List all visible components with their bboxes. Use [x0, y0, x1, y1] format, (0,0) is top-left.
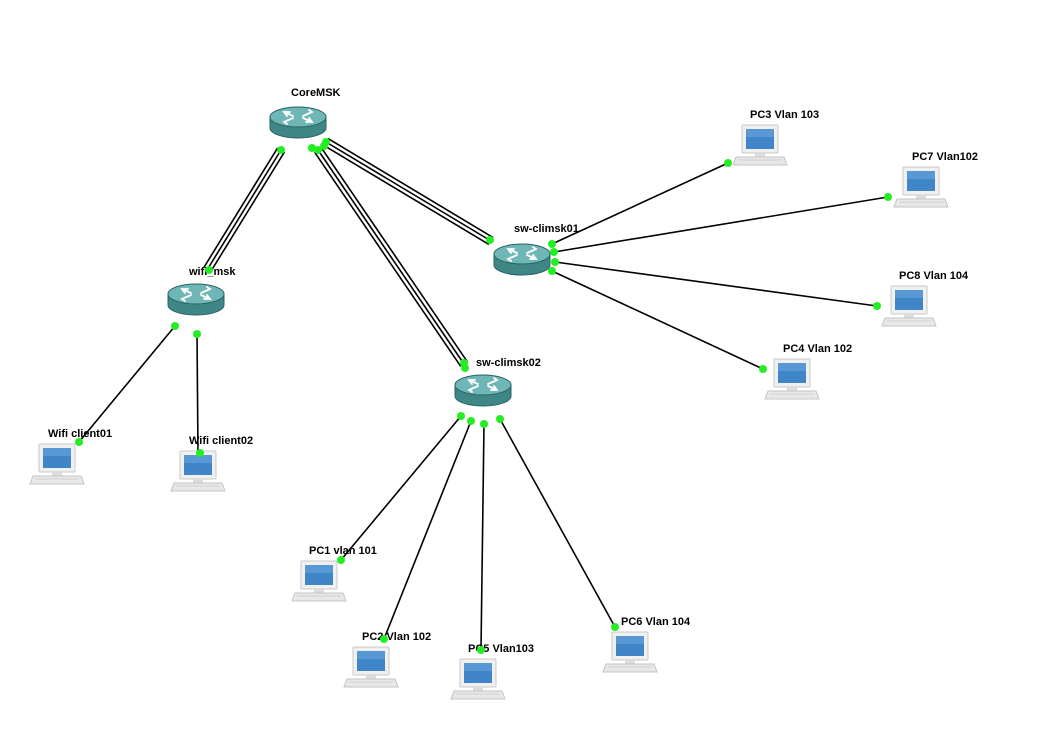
router-icon: [454, 374, 512, 407]
host-pc8[interactable]: PC8 Vlan 104: [881, 270, 969, 327]
port-indicator[interactable]: [205, 266, 213, 274]
host-label: PC4 Vlan 102: [783, 343, 852, 355]
port-indicator[interactable]: [457, 412, 465, 420]
link-coremsk-wifi-msk[interactable]: [209, 151, 286, 273]
port-indicator[interactable]: [477, 646, 485, 654]
router-sw-climsk02[interactable]: sw-climsk02: [454, 357, 541, 407]
router-sw-climsk01[interactable]: sw-climsk01: [493, 223, 579, 276]
link-sw-climsk02-pc1[interactable]: [340, 415, 462, 561]
port-indicator[interactable]: [884, 193, 892, 201]
port-indicator[interactable]: [75, 438, 83, 446]
pc-icon: [881, 285, 937, 327]
links-layer: [78, 137, 889, 651]
port-indicator[interactable]: [308, 144, 316, 152]
link-sw-climsk01-pc8[interactable]: [554, 261, 878, 307]
host-pc1[interactable]: PC1 vlan 101: [291, 545, 377, 602]
port-indicator[interactable]: [196, 449, 204, 457]
host-pc2[interactable]: PC2 Vlan 102: [343, 631, 431, 688]
port-indicator[interactable]: [171, 322, 179, 330]
host-label: PC5 Vlan103: [468, 643, 534, 655]
port-indicator[interactable]: [724, 159, 732, 167]
link-sw-climsk01-pc4[interactable]: [551, 270, 764, 370]
pc-icon: [450, 658, 506, 700]
host-label: Wifi client01: [48, 428, 112, 440]
router-coremsk[interactable]: CoreMSK: [269, 87, 341, 139]
host-wifi-client02[interactable]: Wifi client02: [170, 435, 253, 492]
host-label: Wifi client02: [189, 435, 253, 447]
link-coremsk-sw-climsk02[interactable]: [320, 147, 468, 363]
pc-icon: [29, 443, 85, 485]
port-indicator[interactable]: [193, 330, 201, 338]
port-indicator[interactable]: [551, 258, 559, 266]
port-indicator[interactable]: [461, 364, 469, 372]
port-indicator[interactable]: [496, 415, 504, 423]
link-sw-climsk02-pc2[interactable]: [383, 420, 472, 640]
port-indicator[interactable]: [380, 635, 388, 643]
link-coremsk-sw-climsk02[interactable]: [314, 151, 462, 367]
host-label: PC3 Vlan 103: [750, 109, 819, 121]
port-indicator[interactable]: [480, 420, 488, 428]
ports-layer: [75, 138, 892, 654]
host-pc3[interactable]: PC3 Vlan 103: [732, 109, 819, 166]
port-indicator[interactable]: [548, 240, 556, 248]
port-indicator[interactable]: [277, 146, 285, 154]
host-pc5[interactable]: PC5 Vlan103: [450, 643, 534, 700]
link-coremsk-wifi-msk[interactable]: [206, 149, 282, 271]
port-indicator[interactable]: [486, 236, 494, 244]
link-sw-climsk02-pc5[interactable]: [480, 423, 485, 651]
router-label: CoreMSK: [291, 87, 341, 99]
host-pc7[interactable]: PC7 Vlan102: [893, 151, 978, 208]
link-sw-climsk02-pc6[interactable]: [499, 418, 616, 628]
pc-icon: [893, 166, 949, 208]
host-pc6[interactable]: PC6 Vlan 104: [602, 616, 691, 673]
pc-icon: [343, 646, 399, 688]
host-pc4[interactable]: PC4 Vlan 102: [764, 343, 852, 400]
port-indicator[interactable]: [467, 417, 475, 425]
pc-icon: [602, 631, 658, 673]
router-label: sw-climsk01: [514, 223, 579, 235]
router-icon: [167, 283, 225, 316]
host-label: PC6 Vlan 104: [621, 616, 691, 628]
port-indicator[interactable]: [759, 365, 767, 373]
link-coremsk-sw-climsk01[interactable]: [327, 137, 494, 239]
router-wifi-msk[interactable]: wifi_msk: [167, 266, 236, 316]
port-indicator[interactable]: [873, 302, 881, 310]
host-wifi-client01[interactable]: Wifi client01: [29, 428, 112, 485]
link-coremsk-sw-climsk01[interactable]: [323, 144, 490, 246]
pc-icon: [732, 124, 788, 166]
host-label: PC8 Vlan 104: [899, 270, 969, 282]
link-sw-climsk01-pc3[interactable]: [551, 162, 729, 245]
port-indicator[interactable]: [548, 267, 556, 275]
pc-icon: [764, 358, 820, 400]
router-icon: [493, 243, 551, 276]
pc-icon: [170, 450, 226, 492]
router-label: sw-climsk02: [476, 357, 541, 369]
port-indicator[interactable]: [611, 623, 619, 631]
router-icon: [269, 106, 327, 139]
link-sw-climsk01-pc7[interactable]: [553, 196, 889, 253]
port-indicator[interactable]: [550, 248, 558, 256]
link-coremsk-wifi-msk[interactable]: [202, 147, 279, 269]
link-coremsk-sw-climsk02[interactable]: [317, 149, 465, 365]
host-label: PC2 Vlan 102: [362, 631, 431, 643]
link-coremsk-sw-climsk01[interactable]: [325, 141, 492, 242]
host-label: PC7 Vlan102: [912, 151, 978, 163]
link-wifi-msk-wifi-client01[interactable]: [78, 325, 176, 443]
link-wifi-msk-wifi-client02[interactable]: [196, 333, 199, 455]
pc-icon: [291, 560, 347, 602]
host-label: PC1 vlan 101: [309, 545, 377, 557]
port-indicator[interactable]: [320, 142, 328, 150]
port-indicator[interactable]: [337, 556, 345, 564]
